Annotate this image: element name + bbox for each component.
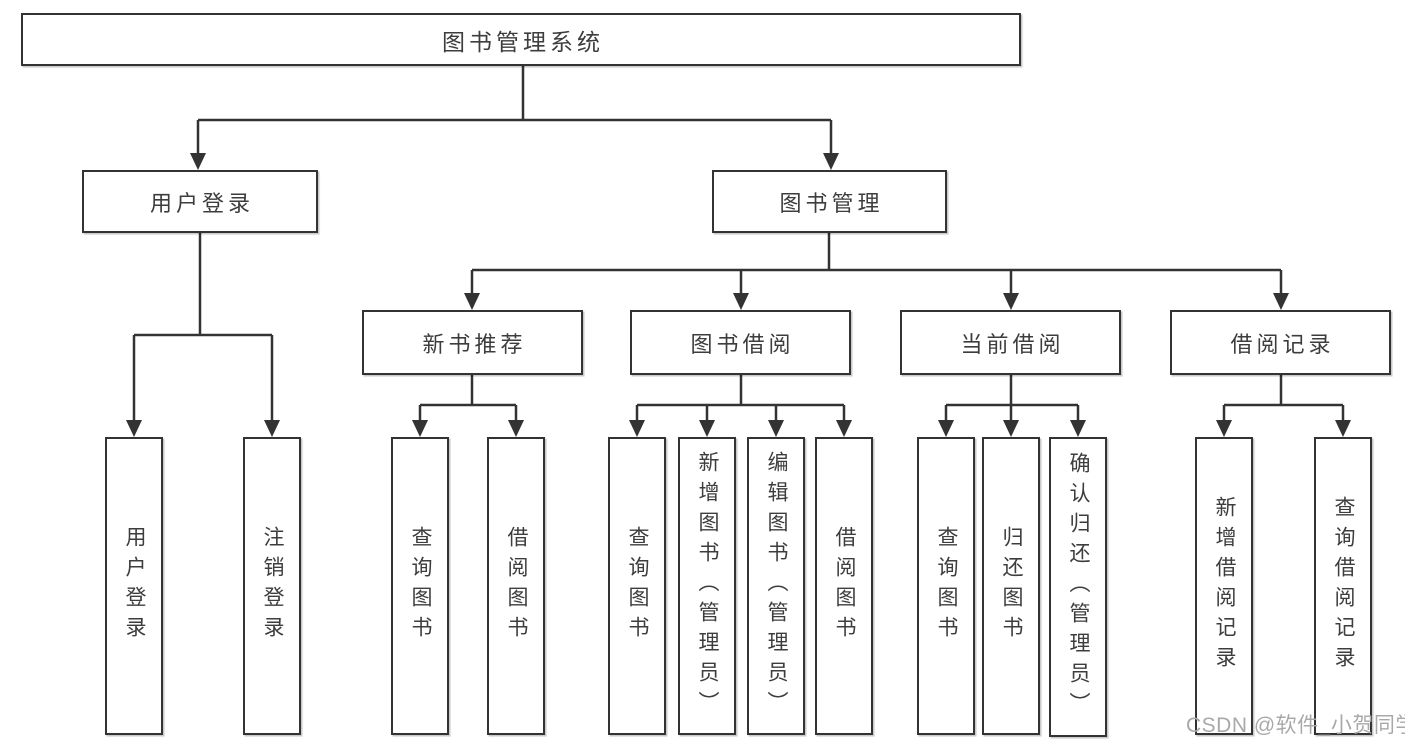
node-root-system: 图书管理系统 xyxy=(21,13,1021,66)
leaf-query-book-current: 查询图书 xyxy=(917,437,975,735)
leaf-query-book-recommend: 查询图书 xyxy=(391,437,449,735)
leaf-add-borrow-record: 新增借阅记录 xyxy=(1195,437,1253,735)
leaf-borrow-book-recommend: 借阅图书 xyxy=(487,437,545,735)
leaf-query-book-borrow: 查询图书 xyxy=(608,437,666,735)
node-user-login: 用户登录 xyxy=(82,170,318,233)
leaf-query-borrow-record: 查询借阅记录 xyxy=(1314,437,1372,735)
leaf-confirm-return-admin: 确认归还（管理员） xyxy=(1049,437,1107,737)
leaf-logout: 注销登录 xyxy=(243,437,301,735)
leaf-edit-book-admin: 编辑图书（管理员） xyxy=(747,437,805,735)
leaf-borrow-book: 借阅图书 xyxy=(815,437,873,735)
node-borrow-record: 借阅记录 xyxy=(1170,310,1391,375)
node-new-book-recommend: 新书推荐 xyxy=(362,310,583,375)
leaf-return-book: 归还图书 xyxy=(982,437,1040,735)
csdn-watermark: CSDN @软件_小贺同学 xyxy=(1186,714,1405,737)
node-current-borrow: 当前借阅 xyxy=(900,310,1121,375)
leaf-add-book-admin: 新增图书（管理员） xyxy=(678,437,736,735)
node-book-management: 图书管理 xyxy=(712,170,947,233)
leaf-user-login: 用户登录 xyxy=(105,437,163,735)
arrowheads xyxy=(126,153,1351,437)
node-book-borrow: 图书借阅 xyxy=(630,310,851,375)
